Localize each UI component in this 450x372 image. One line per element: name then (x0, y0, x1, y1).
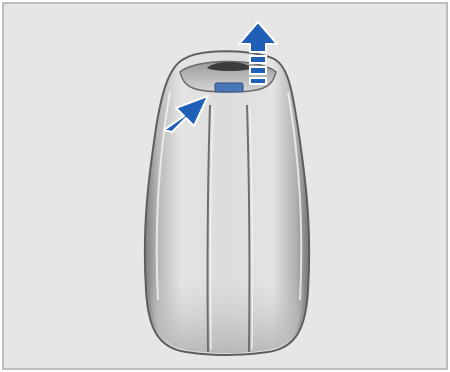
release-button (215, 83, 243, 92)
fob-bottom-shade (150, 280, 304, 353)
key-fob (145, 51, 309, 355)
